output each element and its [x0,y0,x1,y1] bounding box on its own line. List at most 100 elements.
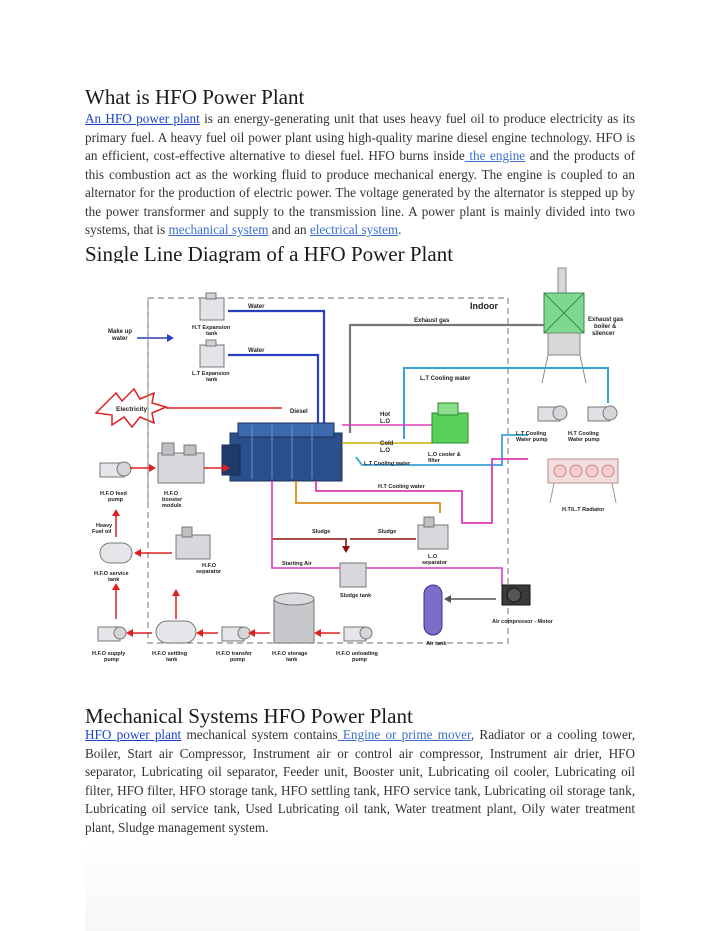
diagram-label-lt-pump-1: L.T Cooling [516,431,546,437]
hfo-service-tank-icon [99,542,133,564]
section-title-mechanical-systems: Mechanical Systems HFO Power Plant [85,704,413,728]
mechanical-paragraph: HFO power plant mechanical system contai… [85,726,635,837]
section-title-what-is-hfo: What is HFO Power Plant [85,85,305,109]
hfo-transfer-pump-icon [221,626,251,642]
hfo-unloading-pump-icon [343,626,373,642]
diagram-label-lt-pump-2: Water pump [516,437,548,443]
diagram-label-starting-air: Starting Air [282,561,313,567]
ht-cooling-water-line [315,458,528,524]
mechanical-text-b: , Radiator or a cooling tower, Boiler, S… [85,727,635,835]
hfo-power-plant-link[interactable]: An HFO power plant [85,111,200,126]
diagram-label-supply-pump-1: H.F.O supply [92,651,126,657]
diagram-label-settling-1: H.F.O settling [152,651,187,657]
intro-text-b: and the products of this combustion act … [85,148,635,237]
lo-separator-icon [417,516,449,550]
diagram-label-ht-exp-1: H.T Expansion [192,325,231,331]
lo-cooler-icon [431,402,469,444]
diagram-label-hfo-sep-1: H.F.O [202,563,217,569]
diagram-label-exhaust-boiler-3: silencer [592,331,615,337]
diagram-label-water2: Water [248,348,265,354]
diagram-label-hfo-service-2: tank [108,577,120,583]
sludge-tank-icon [339,562,367,588]
diagram-label-settling-2: tank [166,657,178,663]
diagram-label-hfo-booster-2: booster [162,497,183,503]
diagram-label-transfer-1: H.F.O transfer [216,651,253,657]
diagram-label-transfer-2: pump [230,657,246,663]
diagram-label-sludge1: Sludge [312,529,330,535]
water-line-mid [228,353,320,433]
air-tank-icon [423,584,443,636]
diagram-label-unloading-2: pump [352,657,368,663]
diagram-label-makeup-2: water [111,336,128,342]
diagram-label-heavy-fuel-2: Fuel oil [92,529,112,535]
diagram-label-hfo-booster-1: H.F.O [164,491,179,497]
diagram-label-storage-2: tank [286,657,298,663]
starting-air-line [271,481,503,585]
intro-paragraph: An HFO power plant is an energy-generati… [85,110,635,240]
indoor-label: Indoor [470,301,498,311]
diagram-label-lo-cooler-2: filter [428,458,441,464]
mechanical-system-link[interactable]: mechanical system [168,222,269,237]
hfo-storage-tank-icon [273,592,315,644]
lt-cooling-water-line-mid [355,434,528,466]
diagram-label-sludge-tank: Sludge tank [340,593,372,599]
diagram-label-exhaust-gas: Exhaust gas [414,318,450,324]
diagram-label-hfo-booster-3: module [162,503,182,509]
diagram-label-lt-exp-1: L.T Expansion [192,371,230,377]
diagram-label-lt-cooling-water-top: L.T Cooling water [420,376,471,382]
diagram-label-air-tank: Air tank [426,641,447,647]
diagram-label-lt-exp-2: tank [206,377,218,383]
diagram-label-heavy-fuel-1: Heavy [96,523,113,529]
diagram-label-water1: Water [248,304,265,310]
mechanical-text-a: mechanical system contains [181,727,338,742]
engine-or-prime-mover-link[interactable]: Engine or prime mover [337,727,471,742]
exhaust-gas-line [348,323,544,433]
diagram-label-radiator: H.T/L.T Radiator [562,507,605,513]
radiator-icon [547,458,619,504]
hfo-booster-module-icon [157,442,205,484]
hfo-settling-tank-icon [155,620,197,644]
intro-text-c: and an [268,222,310,237]
diagram-label-hfo-feed-2: pump [108,497,124,503]
lt-expansion-tank-icon [199,339,225,368]
diagram-label-exhaust-boiler-1: Exhaust gas [588,317,624,323]
electrical-system-link[interactable]: electrical system [309,222,399,237]
diagram-label-diesel: Diesel [290,409,308,415]
diagram-label-storage-1: H.F.O storage [272,651,307,657]
diagram-label-ht-pump-1: H.T Cooling [568,431,599,437]
diagram-label-hfo-feed-1: H.F.O feed [100,491,127,497]
diagram-label-ht-cooling-water: H.T Cooling water [378,484,426,490]
diagram-label-unloading-1: H.F.O unloading [336,651,378,657]
diagram-label-lt-cooling-water-mid: L.T Cooling water [364,461,411,467]
diagram-label-cold-lo-1: Cold [380,441,394,447]
diagram-label-lo-sep-1: L.O [428,554,438,560]
diagram-label-hot-lo-2: L.O [380,419,390,425]
diagram-label-ht-exp-2: tank [206,331,218,337]
diagram-label-cold-lo-2: L.O [380,448,390,454]
hfo-supply-pump-icon [97,626,127,642]
lt-cooling-pump-icon [537,405,568,422]
diagram-label-hot-lo-1: Hot [380,412,390,418]
ht-cooling-pump-icon [587,405,618,422]
diagram-label-ht-pump-2: Water pump [568,437,600,443]
diagram-label-air-compressor: Air compressor - Motor [492,619,554,625]
diagram-label-electricity: Electricity [116,406,147,413]
diagram-label-lo-sep-2: separator [422,560,448,566]
the-engine-link[interactable]: the engine [464,148,526,163]
exhaust-boiler-icon [541,267,587,384]
diagram-label-exhaust-boiler-2: boiler & [594,324,617,330]
diesel-engine-icon [221,422,343,482]
section-title-single-line-diagram: Single Line Diagram of a HFO Power Plant [85,242,454,266]
oil-loop-line [295,481,441,513]
diagram-label-supply-pump-2: pump [104,657,120,663]
diagram-label-makeup-1: Make up [108,329,132,335]
intro-text-d: . [398,222,402,237]
hfo-separator-icon [175,526,211,560]
ht-expansion-tank-icon [199,292,225,321]
single-line-diagram: Indoor Exhaust gas boiler & silencer Wat… [82,263,642,673]
diagram-label-sludge2: Sludge [378,529,396,535]
lt-cooling-water-line-top [403,367,609,439]
intro-text-a: is an energy-generating unit that uses h… [85,111,635,163]
hfo-power-plant-link-2[interactable]: HFO power plant [85,727,182,742]
